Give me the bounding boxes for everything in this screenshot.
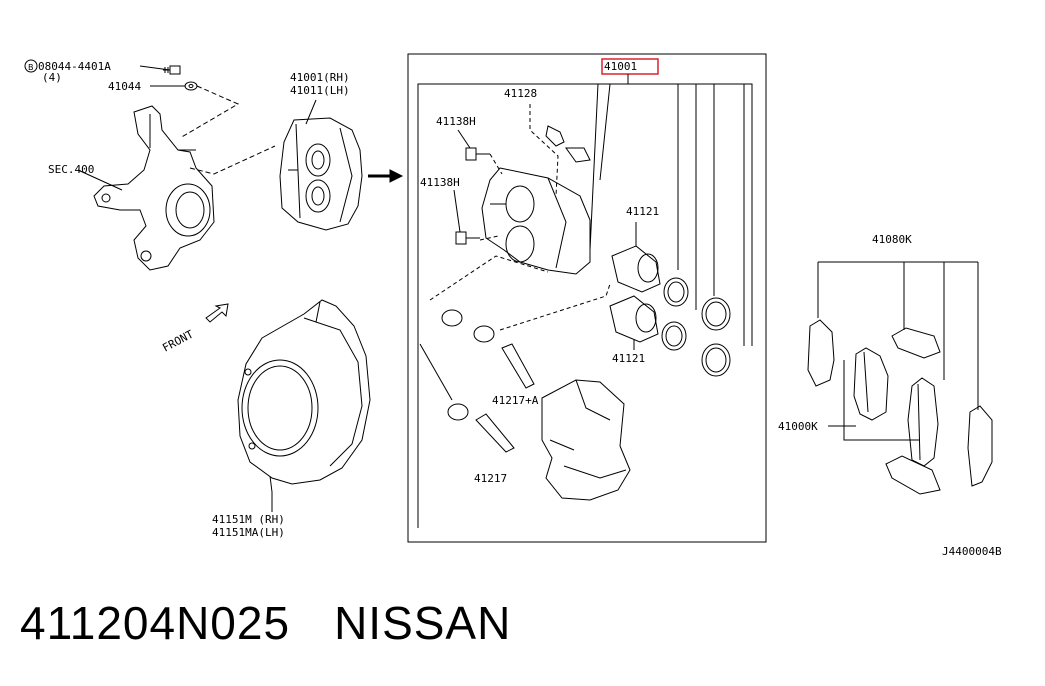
bolt-symbol-icon: B	[24, 59, 38, 73]
caliper-rh-label: 41001(RH)	[290, 71, 350, 84]
pad-kit-label: 41000K	[778, 420, 818, 433]
backing-plate-rh-label: 41151M (RH)	[212, 513, 285, 526]
bolt-quantity-label: (4)	[42, 71, 62, 84]
svg-text:B: B	[28, 63, 34, 72]
caliper-kit-label: 41001	[604, 60, 637, 73]
brand-name: NISSAN	[334, 597, 512, 649]
steering-knuckle-icon	[93, 105, 215, 271]
guide-pin-icon	[475, 343, 535, 453]
pin-bolt-upper-label: 41138H	[436, 115, 476, 128]
arrow-icon	[368, 169, 404, 183]
washer-icon	[184, 81, 198, 91]
bolt-icon	[163, 65, 181, 75]
backing-plate-icon	[237, 299, 371, 493]
caliper-assembly-icon	[279, 117, 363, 231]
piston-upper-label: 41121	[626, 205, 659, 218]
diagram-reference-label: J4400004B	[942, 545, 1002, 558]
bolt-part-label: 08044-4401A	[38, 60, 111, 73]
bleeder-screw-label: 41128	[504, 87, 537, 100]
caliper-lh-label: 41011(LH)	[290, 84, 350, 97]
part-highlight-box	[601, 58, 659, 75]
piston-seal-icon	[661, 277, 731, 377]
front-arrow-icon	[205, 303, 229, 323]
caliper-body-icon	[481, 167, 591, 275]
bleeder-screw-icon	[545, 125, 591, 163]
pin-bolt-icon	[455, 147, 490, 245]
front-direction-label: FRONT	[160, 327, 196, 354]
anti-squeal-shim-icon	[807, 319, 993, 487]
hardware-kit-label: 41080K	[872, 233, 912, 246]
pad-clip-icon	[885, 327, 941, 495]
part-number: 411204N025	[20, 597, 291, 649]
part-footer: 411204N025 NISSAN	[20, 596, 511, 650]
piston-icon	[609, 245, 661, 343]
boot-seal-icon	[441, 309, 495, 421]
pin-bolt-lower-label: 41138H	[420, 176, 460, 189]
washer-part-label: 41044	[108, 80, 141, 93]
piston-lower-label: 41121	[612, 352, 645, 365]
section-reference-label: SEC.400	[48, 163, 94, 176]
guide-pin-a-label: 41217+A	[492, 394, 539, 407]
brake-pad-icon	[853, 347, 939, 467]
caliper-parts-frame	[407, 53, 767, 543]
backing-plate-lh-label: 41151MA(LH)	[212, 526, 285, 539]
guide-pin-label: 41217	[474, 472, 507, 485]
caliper-bracket-icon	[541, 379, 631, 501]
